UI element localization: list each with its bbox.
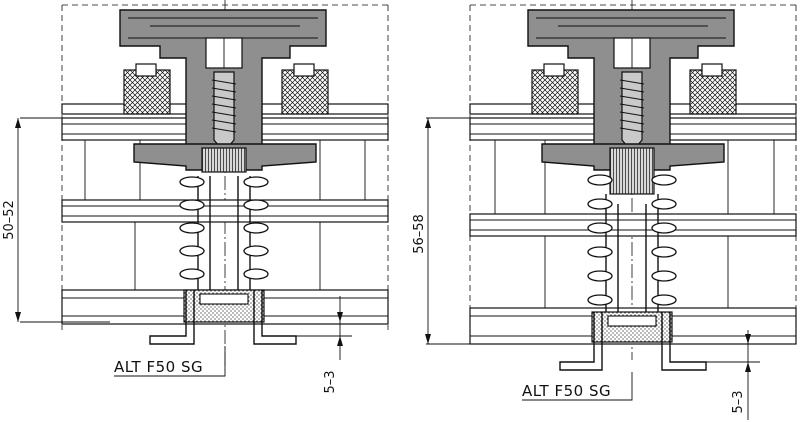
product-label-right: ALT F50 SG [522,382,611,400]
product-label-left: ALT F50 SG [114,358,203,376]
gap-dimension-right: 5–3 [731,390,746,413]
height-dimension-right: 56–58 [412,214,427,254]
section-view-right [425,0,797,420]
section-view-left [15,0,389,370]
gap-dimension-left: 5–3 [323,370,338,393]
height-dimension-left: 50–52 [2,200,17,240]
